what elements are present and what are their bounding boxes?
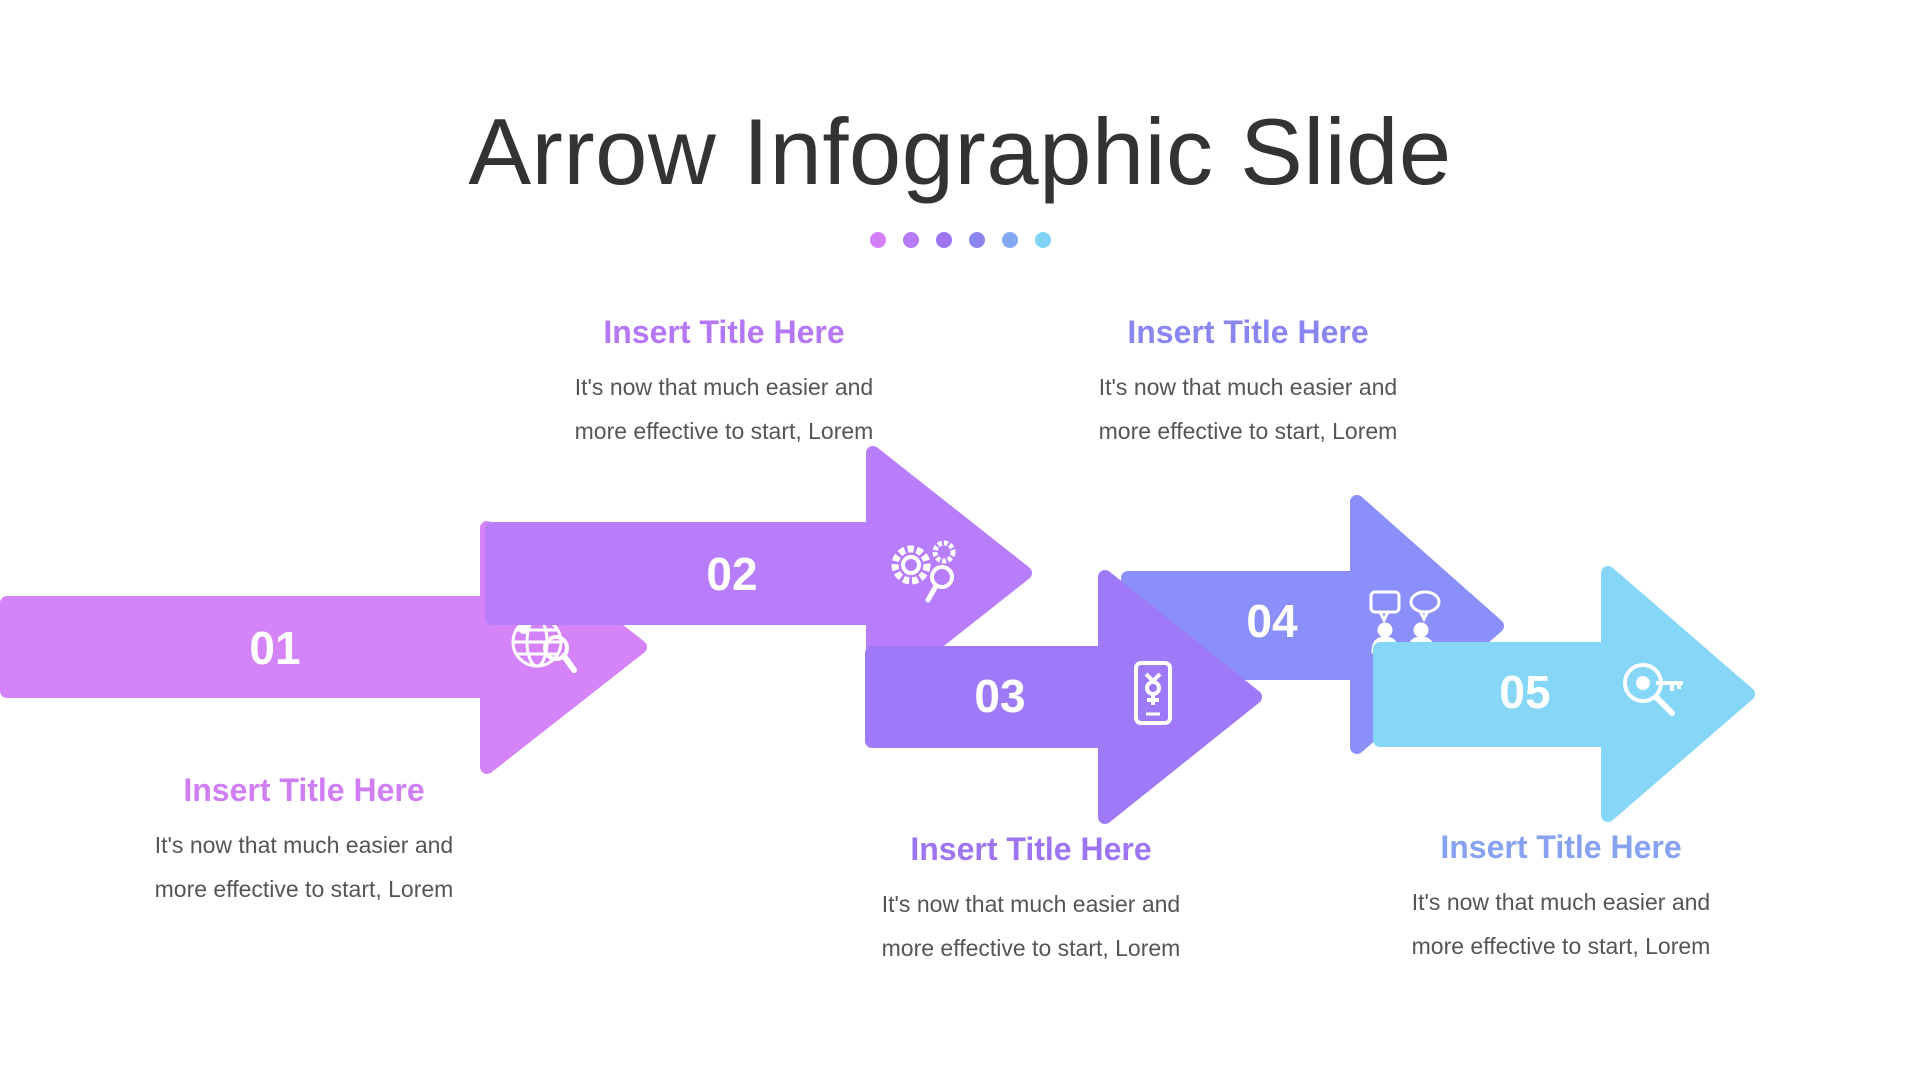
step-number-01: 01 — [249, 622, 300, 674]
callout-step-05: Insert Title Here It's now that much eas… — [1361, 829, 1761, 968]
step-number-05: 05 — [1499, 666, 1550, 718]
step-number-02: 02 — [706, 548, 757, 600]
callout-step-01: Insert Title Here It's now that much eas… — [104, 772, 504, 911]
callout-step-02: Insert Title Here It's now that much eas… — [524, 314, 924, 453]
dot — [869, 232, 886, 248]
slide-title: Arrow Infographic Slide — [468, 99, 1452, 204]
step-number-04: 04 — [1246, 595, 1298, 647]
callout-title: Insert Title Here — [1440, 829, 1682, 865]
smartphone-icon — [1134, 661, 1172, 725]
gears-search-icon — [891, 540, 956, 603]
callout-title: Insert Title Here — [910, 831, 1152, 867]
callout-title: Insert Title Here — [603, 314, 845, 350]
arrow-step-05: 05 — [1373, 566, 1755, 822]
dot — [1001, 232, 1018, 248]
dot — [935, 232, 952, 248]
callout-body: It's now that much easier and more effec… — [154, 831, 454, 902]
callout-body: It's now that much easier and more effec… — [881, 890, 1181, 961]
callout-step-03: Insert Title Here It's now that much eas… — [831, 831, 1231, 970]
callout-body: It's now that much easier and more effec… — [1411, 888, 1711, 959]
dot — [1034, 232, 1051, 248]
dot — [968, 232, 985, 248]
arrow-step-02: 02 — [485, 446, 1032, 700]
arrow-step-03: 03 — [865, 570, 1262, 824]
dot — [902, 232, 919, 248]
callout-title: Insert Title Here — [183, 772, 425, 808]
key-search-icon — [1623, 663, 1683, 716]
callout-body: It's now that much easier and more effec… — [1098, 373, 1398, 444]
callout-body: It's now that much easier and more effec… — [574, 373, 874, 444]
callout-step-04: Insert Title Here It's now that much eas… — [1048, 314, 1448, 453]
step-number-03: 03 — [974, 670, 1025, 722]
callout-title: Insert Title Here — [1127, 314, 1369, 350]
decorative-dots — [0, 232, 1920, 248]
